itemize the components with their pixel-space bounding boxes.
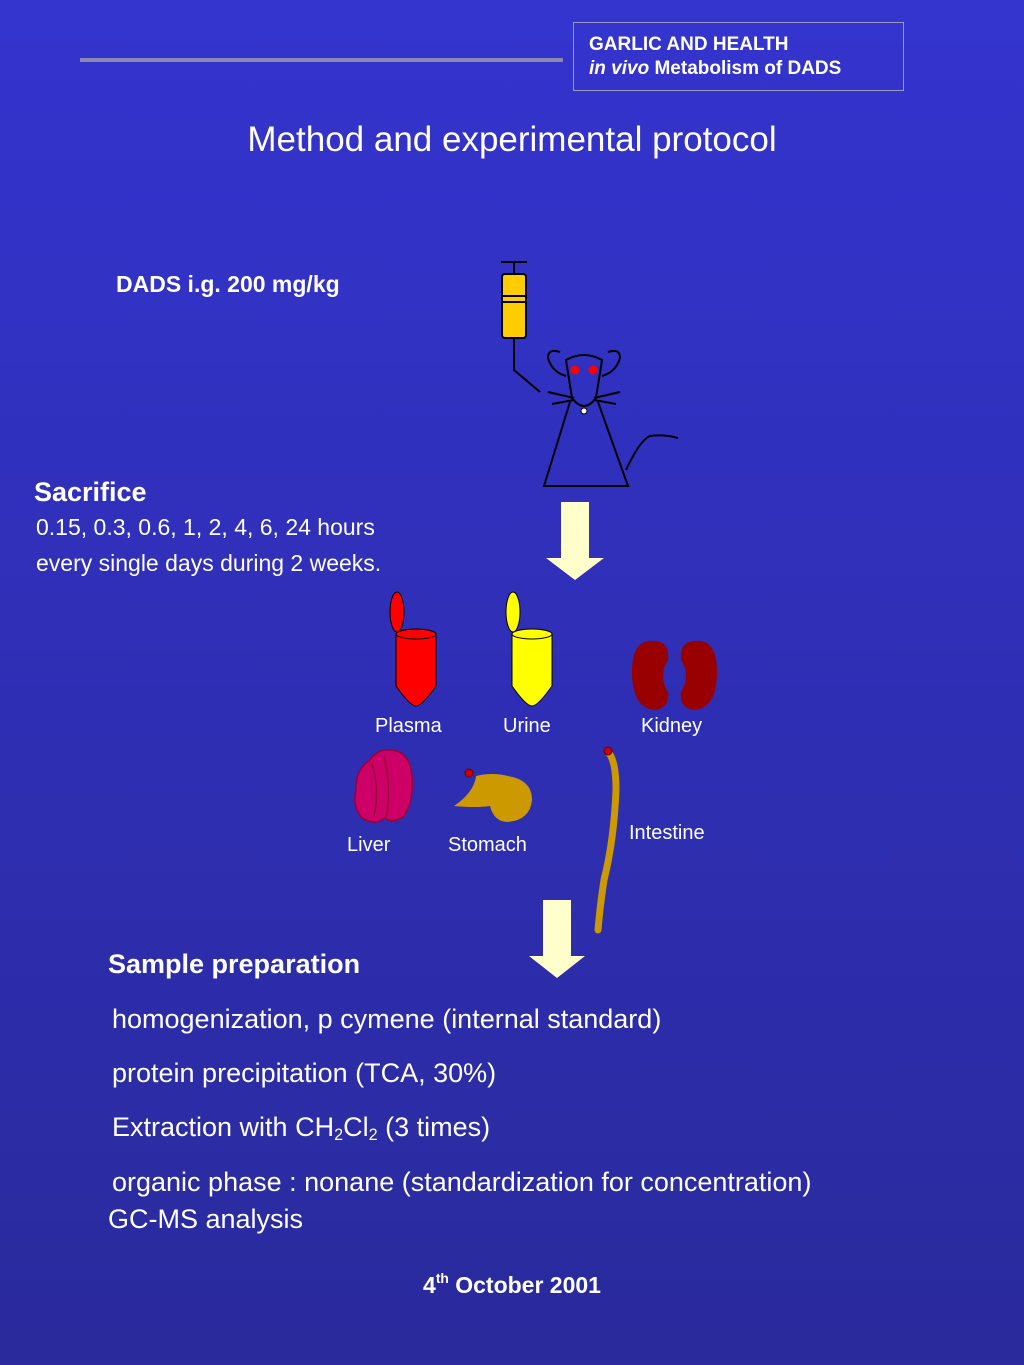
gcms-analysis: GC-MS analysis [108,1204,304,1234]
prep-item-text: Extraction with CH [112,1112,335,1142]
kidney-label: Kidney [641,715,703,737]
prep-item-text: (3 times) [377,1112,491,1142]
header-rest: Metabolism of DADS [649,58,842,79]
header-line2: in vivo Metabolism of DADS [589,57,903,81]
arrow-down-icon [546,502,604,580]
liver-icon [354,748,414,823]
prep-item: homogenization, p cymene (internal stand… [112,1004,661,1035]
sacrifice-item: 0.15, 0.3, 0.6, 1, 2, 4, 6, 24 hours [36,514,375,541]
intestine-icon [594,746,620,934]
sacrifice-item-text: every single days during 2 weeks. [36,550,382,576]
kidney-icon [632,640,717,710]
prep-item: protein precipitation (TCA, 30%) [112,1058,496,1089]
prep-item: Extraction with CH2Cl2 (3 times) [112,1112,490,1145]
stomach-label: Stomach [448,834,527,856]
intestine-label: Intestine [629,822,705,844]
tube-icon [505,591,553,707]
liver-label: Liver [347,834,391,856]
prep-item-text: homogenization, p cymene (internal stand… [112,1004,662,1034]
urine-label: Urine [503,715,551,737]
footer-day-suffix: th [435,1271,449,1286]
page-title: Method and experimental protocol [247,120,777,159]
subscript: 2 [368,1126,378,1144]
header-italic: in vivo [589,58,650,79]
header-rule [80,58,563,62]
dose-label: DADS i.g. 200 mg/kg [116,271,340,297]
footer-rest: October 2001 [448,1272,601,1298]
prep-item-text: organic phase : nonane (standardization … [112,1167,812,1197]
sacrifice-item: every single days during 2 weeks. [36,550,381,577]
prep-item-text: Cl [343,1112,369,1142]
subscript: 2 [334,1126,344,1144]
sample-prep-heading: Sample preparation [108,949,361,979]
sacrifice-heading: Sacrifice [34,477,147,507]
rat-icon [542,349,679,487]
tube-icon [389,591,437,707]
prep-item-text: protein precipitation (TCA, 30%) [112,1058,497,1088]
footer-date: 4th October 2001 [0,1271,1024,1299]
stomach-icon [454,768,532,822]
header-line1: GARLIC AND HEALTH [589,34,789,55]
arrow-down-icon [529,900,585,978]
prep-item: organic phase : nonane (standardization … [112,1167,811,1198]
syringe-icon [501,261,541,393]
sacrifice-item-text: 0.15, 0.3, 0.6, 1, 2, 4, 6, 24 hours [36,514,375,540]
footer-day: 4 [423,1272,436,1298]
header-box: GARLIC AND HEALTH in vivo Metabolism of … [573,22,904,91]
plasma-label: Plasma [375,715,442,737]
